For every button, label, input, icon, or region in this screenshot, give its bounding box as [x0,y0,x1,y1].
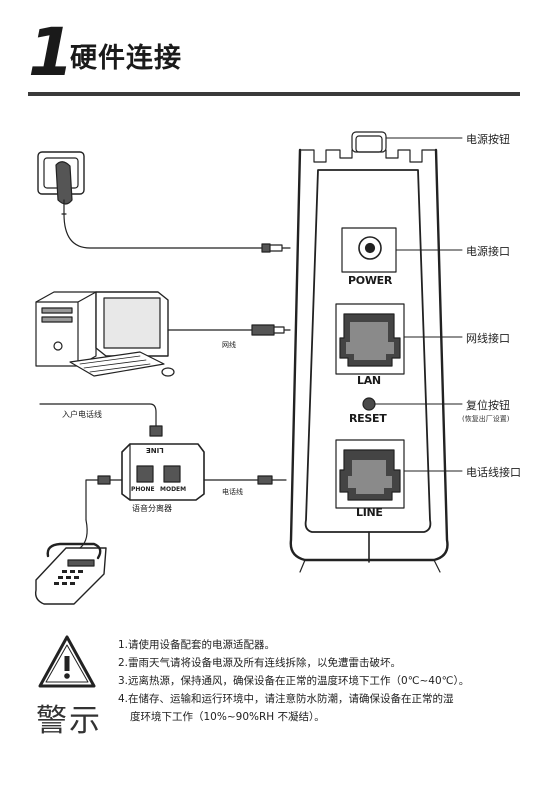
power-port-label: POWER [348,274,393,287]
power-port-callout: 电源接口 [466,245,510,258]
line-port-callout: 电话线接口 [466,466,521,479]
lan-port-label: LAN [357,374,381,387]
power-button-callout: 电源按钮 [466,133,510,146]
splitter-drawing [39,403,287,521]
callout-lines [374,137,463,472]
warning-item-4-continued: 度环境下工作（10%~90%RH 不凝结）。 [130,711,325,723]
splitter-phone-label: PHONE [131,486,155,493]
phone-cable-label: 电话线 [222,488,243,496]
reset-label: RESET [349,412,387,425]
lan-port-callout: 网线接口 [466,332,510,345]
warning-triangle-icon [38,635,96,688]
network-cable-label: 网线 [222,341,236,349]
line-port-label: LINE [356,506,383,519]
router-device [289,131,449,573]
page-title: 硬件连接 [70,43,182,74]
splitter-line-label: LINE [146,446,164,454]
warning-item-1: 1.请使用设备配套的电源适配器。 [118,639,276,651]
title-divider [28,92,520,96]
splitter-modem-label: MODEM [160,486,187,493]
incoming-phone-line-label: 入户电话线 [62,410,102,419]
warning-item-2: 2.雷雨天气请将设备电源及所有连线拆除，以免遭雷击破坏。 [118,657,402,669]
reset-button-callout: 复位按钮 [466,399,510,412]
computer-drawing [35,291,291,377]
warning-item-4: 4.在储存、运输和运行环境中，请注意防水防潮，请确保设备在正常的湿 [118,693,454,705]
step-number: 1 [28,14,74,91]
splitter-name-label: 语音分离器 [132,504,172,513]
warning-item-3: 3.远离热源，保持通风，确保设备在正常的温度环境下工作（0℃~40℃）。 [118,675,470,687]
power-adapter-drawing [37,151,291,253]
reset-note: (恢复出厂设置) [462,415,510,423]
warning-title: 警示 [36,703,102,739]
telephone-drawing [34,519,107,605]
